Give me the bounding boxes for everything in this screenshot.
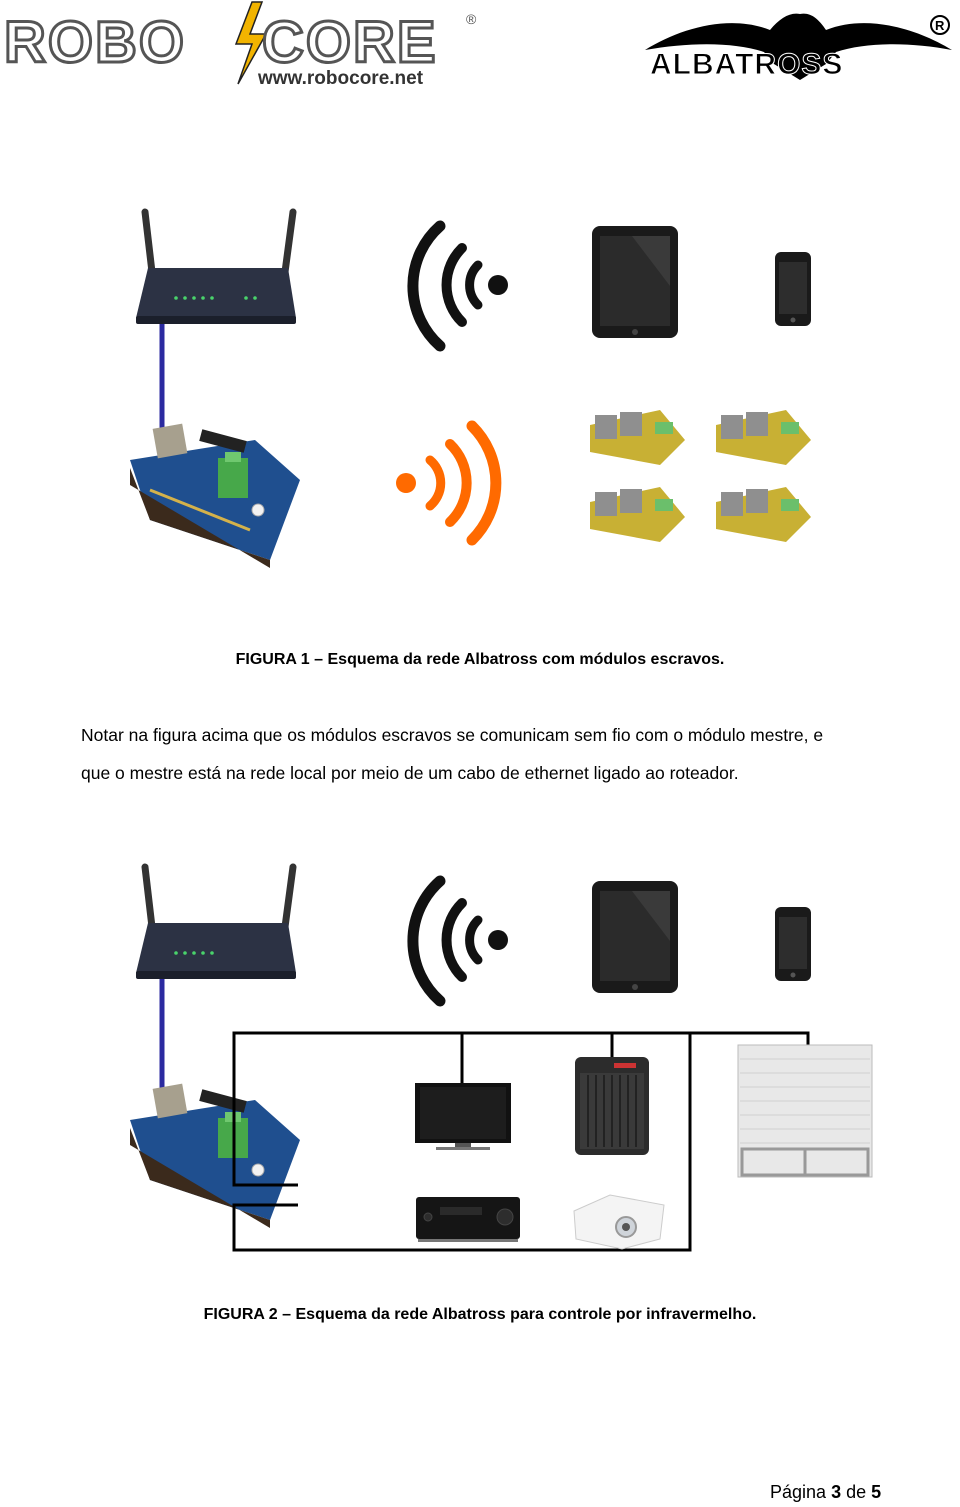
relay-module-icon-3	[590, 487, 685, 542]
robocore-logo: ROBO CORE ® www.robocore.net	[0, 0, 480, 92]
relay-module-icon-1	[590, 410, 685, 465]
registered-mark-left: ®	[466, 11, 477, 27]
wifi-signal-icon	[407, 220, 508, 352]
air-conditioner-icon	[575, 1057, 649, 1155]
body-line-1: Notar na figura acima que os módulos esc…	[81, 725, 824, 745]
smartphone-icon	[775, 252, 811, 326]
lightning-bolt-icon	[234, 1, 268, 85]
figure-1-caption: FIGURA 1 – Esquema da rede Albatross com…	[235, 651, 725, 668]
page-label: Página	[770, 1482, 827, 1502]
av-receiver-icon	[416, 1197, 520, 1242]
router-icon	[136, 208, 297, 324]
ir-wiring	[232, 1031, 810, 1252]
tablet-icon	[592, 881, 678, 993]
registered-mark-right: R	[935, 18, 945, 33]
page-footer: Página 3 de 5	[770, 1482, 881, 1503]
albatross-logo-word: ALBATROSS	[650, 48, 843, 80]
albatross-logo: ALBATROSS R	[640, 8, 960, 82]
page-total: 5	[871, 1482, 882, 1502]
projector-icon	[573, 1194, 665, 1250]
robocore-logo-word-a: ROBO	[4, 10, 186, 75]
roller-shutter-window-icon	[737, 1044, 873, 1178]
body-line-2: que o mestre está na rede local por meio…	[81, 763, 739, 783]
page-current: 3	[831, 1482, 842, 1502]
tablet-icon	[592, 226, 678, 338]
television-icon	[415, 1083, 511, 1150]
relay-module-icon-2	[716, 410, 811, 465]
figure-1	[0, 190, 960, 590]
albatross-bird-icon	[645, 13, 952, 80]
robocore-logo-url: www.robocore.net	[257, 68, 424, 89]
master-controller-board-icon	[130, 423, 300, 568]
figure-2-caption: FIGURA 2 – Esquema da rede Albatross par…	[203, 1306, 757, 1323]
router-icon	[136, 863, 297, 979]
rf-signal-icon	[396, 420, 502, 546]
relay-module-icon-4	[716, 487, 811, 542]
page-separator: de	[846, 1482, 867, 1502]
wifi-signal-icon	[407, 875, 508, 1007]
smartphone-icon	[775, 907, 811, 981]
robocore-logo-word-b: CORE	[262, 10, 438, 75]
figure-2	[0, 845, 960, 1265]
